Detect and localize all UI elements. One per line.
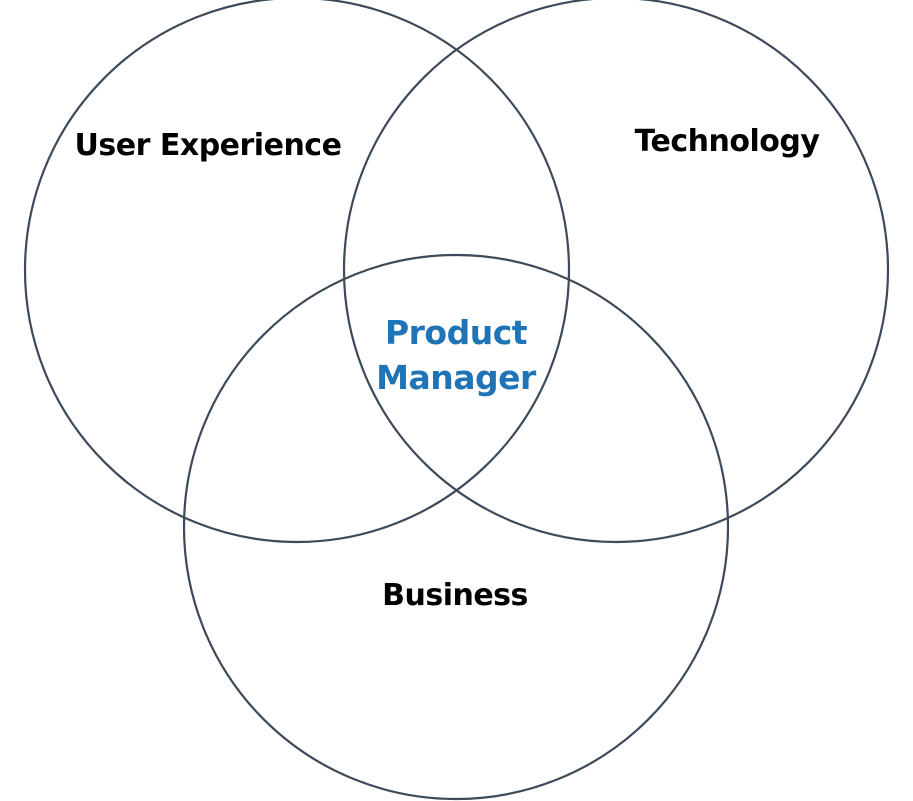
label-product: Product	[385, 313, 528, 352]
label-manager: Manager	[376, 358, 537, 397]
circle-technology	[342, 0, 890, 544]
label-business: Business	[382, 578, 528, 613]
label-technology: Technology	[635, 124, 821, 159]
circle-user-experience	[23, 0, 571, 544]
label-user-experience: User Experience	[75, 128, 342, 163]
circle-business	[182, 253, 730, 801]
